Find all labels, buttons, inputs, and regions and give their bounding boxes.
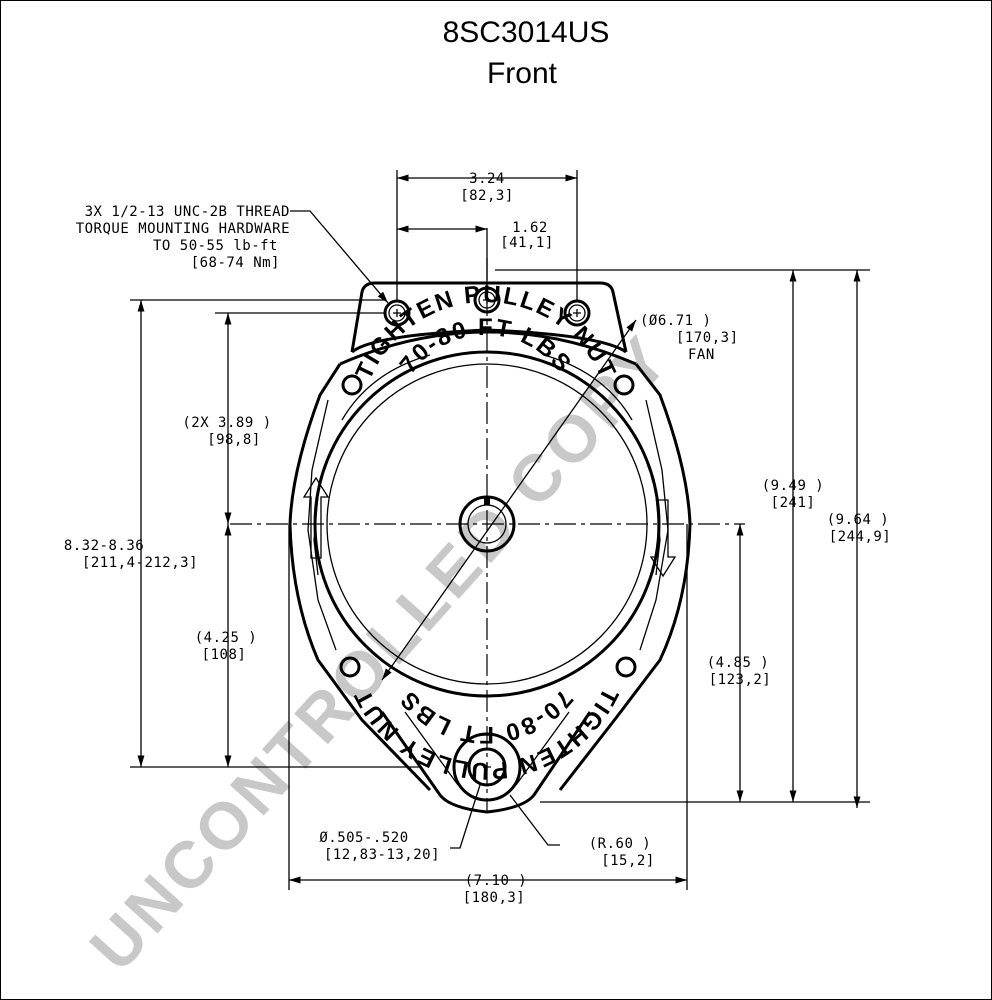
ear-hole-top-left-icon (341, 374, 363, 396)
dim-overall-to-center-mm: [241] (771, 495, 816, 511)
dim-lower-height: (4.25 ) (195, 630, 258, 646)
dim-fan-label: FAN (688, 347, 715, 363)
fan-diameter-leader (381, 319, 637, 681)
dim-overall-height: (9.64 ) (827, 512, 890, 528)
dim-upper-height-mm: [98,8] (207, 432, 261, 448)
note-thread-line1: 3X 1/2-13 UNC-2B THREAD (85, 204, 290, 220)
dim-overall-height-mm: [244,9] (829, 529, 892, 545)
dimension-lines (130, 170, 870, 890)
dim-bore-dia: Ø.505-.520 (319, 830, 408, 846)
dim-upper-height: (2X 3.89 ) (182, 415, 271, 431)
drawing-subtitle: Front (487, 57, 558, 90)
dim-radius: (R.60 ) (589, 836, 652, 852)
note-thread-line2: TORQUE MOUNTING HARDWARE (76, 221, 290, 237)
note-thread-line4: [68-74 Nm] (191, 255, 280, 271)
dim-center-to-base-mm: [123,2] (709, 672, 772, 688)
dim-overall-width: (7.10 ) (465, 873, 528, 889)
dim-radius-mm: [15,2] (601, 853, 655, 869)
dim-hole-span-mm: [82,3] (460, 188, 514, 204)
dim-overall-to-center: (9.49 ) (762, 478, 825, 494)
rotation-arrow-left-icon (302, 476, 330, 559)
rotation-arrow-right-icon (649, 499, 677, 578)
note-thread-line3: TO 50-55 lb-ft (153, 238, 278, 254)
ear-hole-bottom-left-icon (339, 656, 361, 678)
dim-center-to-base: (4.85 ) (707, 655, 770, 671)
dim-bore-dia-mm: [12,83-13,20] (324, 847, 440, 863)
dim-fan-dia: (Ø6.71 ) (640, 313, 711, 329)
dim-overall-width-mm: [180,3] (463, 890, 526, 906)
dim-mount-span-mm: [211,4-212,3] (82, 555, 198, 571)
ear-hole-bottom-right-icon (615, 656, 637, 678)
dim-hole-span: 3.24 (469, 171, 505, 187)
dim-hole-half-mm: [41,1] (500, 235, 554, 251)
dim-fan-dia-mm: [170,3] (676, 330, 739, 346)
watermark: UNCONTROLLED COPY (75, 320, 683, 984)
dim-hole-half: 1.62 (512, 220, 548, 236)
dim-mount-span: 8.32-8.36 (64, 538, 144, 554)
drawing-title: 8SC3014US (443, 16, 610, 49)
dim-lower-height-mm: [108] (202, 647, 247, 663)
